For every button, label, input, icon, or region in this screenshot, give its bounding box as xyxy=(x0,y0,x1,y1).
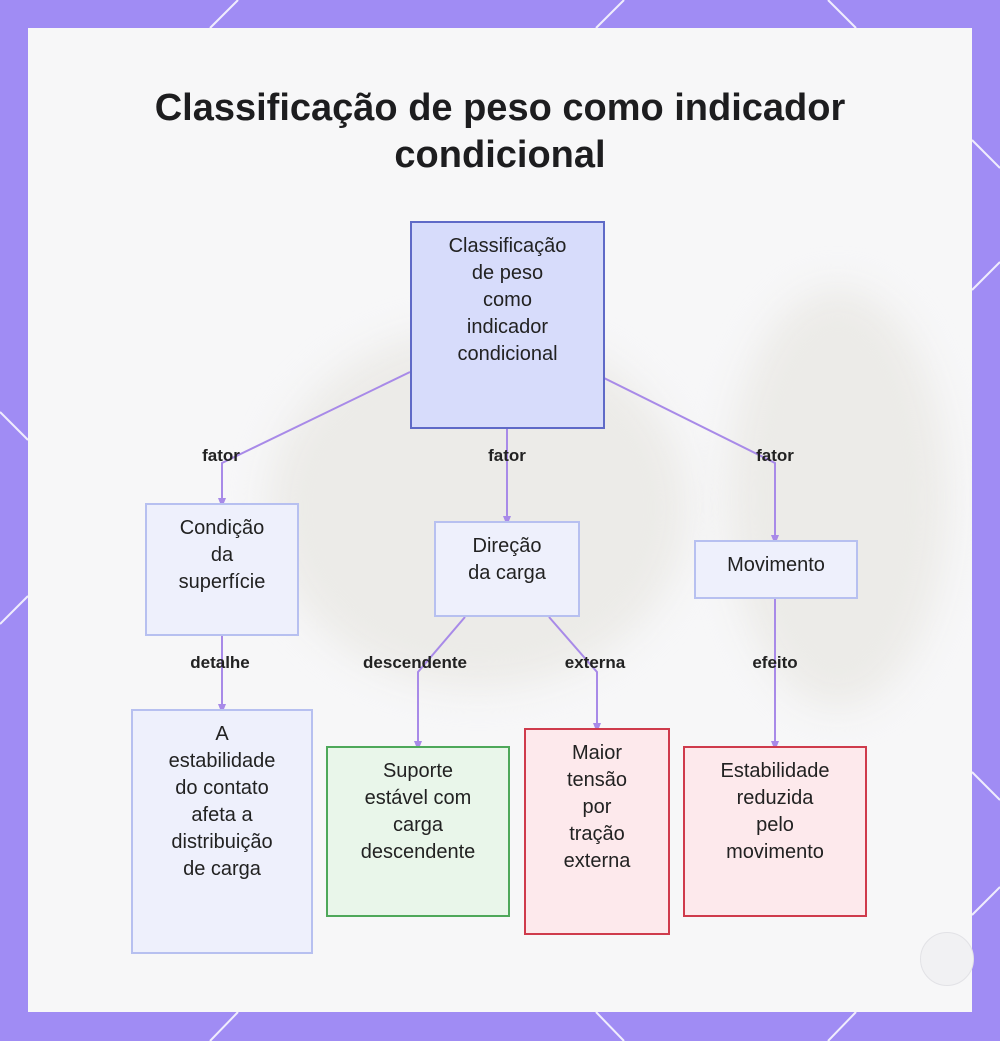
node-text: A xyxy=(215,723,229,745)
movement-node: Movimento xyxy=(694,540,858,599)
contact-stability-node: A estabilidade do contato afeta a distri… xyxy=(131,709,313,954)
node-text: carga xyxy=(392,814,443,836)
edge-label-external: externa xyxy=(564,653,626,672)
node-text: tração xyxy=(569,823,625,845)
node-text: reduzida xyxy=(736,787,814,809)
stable-support-node: Suporte estável com carga descendente xyxy=(326,746,510,917)
node-text: movimento xyxy=(726,841,824,863)
node-text: condicional xyxy=(457,343,558,365)
diagram-title: Classificação de peso como indicador con… xyxy=(28,85,972,179)
node-text: de carga xyxy=(183,858,261,880)
edge-label-factor: fator xyxy=(488,446,526,465)
edge-root-movement xyxy=(603,377,779,545)
reduced-stability-node: Estabilidade reduzida pelo movimento xyxy=(683,746,867,917)
node-text: estável com xyxy=(364,787,472,809)
title-line: condicional xyxy=(394,134,606,176)
node-text: do contato xyxy=(175,777,269,799)
node-text: tensão xyxy=(566,769,628,791)
higher-tension-node: Maior tensão por tração externa xyxy=(524,728,670,935)
node-text: Maior xyxy=(571,742,622,764)
node-text: como xyxy=(483,289,532,311)
edge-label-factor: fator xyxy=(756,446,794,465)
node-text: da xyxy=(210,544,234,566)
edge-label-effect: efeito xyxy=(752,653,798,672)
title-line: Classificação de peso como indicador xyxy=(154,87,846,129)
node-text: indicador xyxy=(466,316,549,338)
node-text: da carga xyxy=(468,562,546,584)
node-text: por xyxy=(582,796,612,818)
node-text: Classificação xyxy=(448,235,567,257)
node-text: de peso xyxy=(471,262,544,284)
node-text: afeta a xyxy=(191,804,253,826)
node-text: externa xyxy=(563,850,631,872)
node-text: pelo xyxy=(756,814,794,836)
node-text: Suporte xyxy=(382,760,454,782)
edge-label-factor: fator xyxy=(202,446,240,465)
node-text: descendente xyxy=(360,841,476,863)
edge-direction-support xyxy=(414,616,466,751)
node-text: Estabilidade xyxy=(720,760,830,782)
root-node: Classificação de peso como indicador con… xyxy=(410,221,605,429)
node-text: Movimento xyxy=(727,554,825,576)
node-text: superfície xyxy=(178,571,266,593)
watermark-badge-icon xyxy=(920,932,974,986)
node-text: distribuição xyxy=(171,831,273,853)
edge-label-detail: detalhe xyxy=(190,653,250,672)
surface-condition-node: Condição da superfície xyxy=(145,503,299,636)
node-text: Condição xyxy=(179,517,265,539)
edge-label-descending: descendente xyxy=(363,653,467,672)
node-text: Direção xyxy=(472,535,542,557)
node-text: estabilidade xyxy=(168,750,276,772)
edge-direction-tension xyxy=(548,616,601,733)
load-direction-node: Direção da carga xyxy=(434,521,580,617)
edge-root-surface xyxy=(218,371,411,508)
